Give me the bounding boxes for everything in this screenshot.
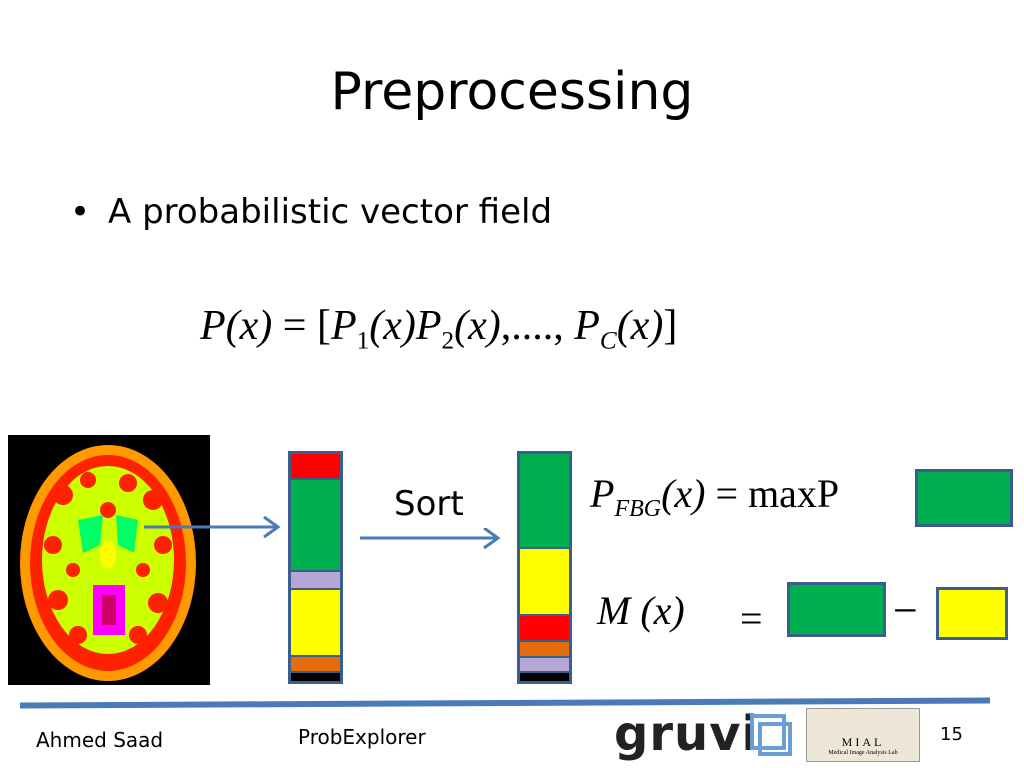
- brain-segmentation-image: [8, 435, 210, 685]
- arrow-right-icon: [360, 528, 501, 550]
- vector-segment-orange: [291, 657, 340, 673]
- gruvi-square-icon: [750, 714, 792, 756]
- slide-title: Preprocessing: [330, 62, 694, 122]
- vector-segment-green: [520, 454, 569, 549]
- mial-logo: MIAL Medical Image Analysis Lab: [806, 708, 920, 762]
- equation-fbg: PFBG(x) = maxP: [590, 471, 840, 522]
- footer-author: Ahmed Saad: [36, 728, 164, 752]
- bullet-dot: •: [70, 192, 91, 232]
- arrow-right-icon: [144, 515, 281, 539]
- equals-sign: =: [740, 596, 763, 641]
- vector-segment-orange: [520, 642, 569, 658]
- bullet-text: A probabilistic vector field: [108, 192, 553, 232]
- footer-project: ProbExplorer: [298, 725, 426, 749]
- green-box: [787, 582, 886, 637]
- gruvi-logo: gruvi: [614, 706, 759, 762]
- page-number: 15: [940, 724, 963, 745]
- bullet-item: • A probabilistic vector field: [70, 192, 552, 232]
- vector-segment-red: [291, 454, 340, 480]
- vector-segment-black: [520, 673, 569, 681]
- vector-segment-yellow: [291, 590, 340, 657]
- sort-label: Sort: [394, 484, 464, 524]
- vector-segment-red: [520, 616, 569, 642]
- vector-segment-lavender: [291, 572, 340, 590]
- vector-segment-black: [291, 673, 340, 681]
- sorted-probability-vector: [517, 451, 572, 684]
- minus-sign: −: [893, 586, 918, 635]
- vector-segment-lavender: [520, 658, 569, 673]
- yellow-box: [936, 587, 1008, 640]
- equation-probability-vector: P(x) = [P1(x)P2(x),...., PC(x)]: [200, 303, 678, 355]
- footer-divider: [20, 697, 990, 709]
- vector-segment-yellow: [520, 549, 569, 616]
- equation-margin: M (x): [597, 588, 685, 633]
- unsorted-probability-vector: [288, 451, 343, 684]
- green-box: [915, 469, 1013, 527]
- vector-segment-green: [291, 480, 340, 572]
